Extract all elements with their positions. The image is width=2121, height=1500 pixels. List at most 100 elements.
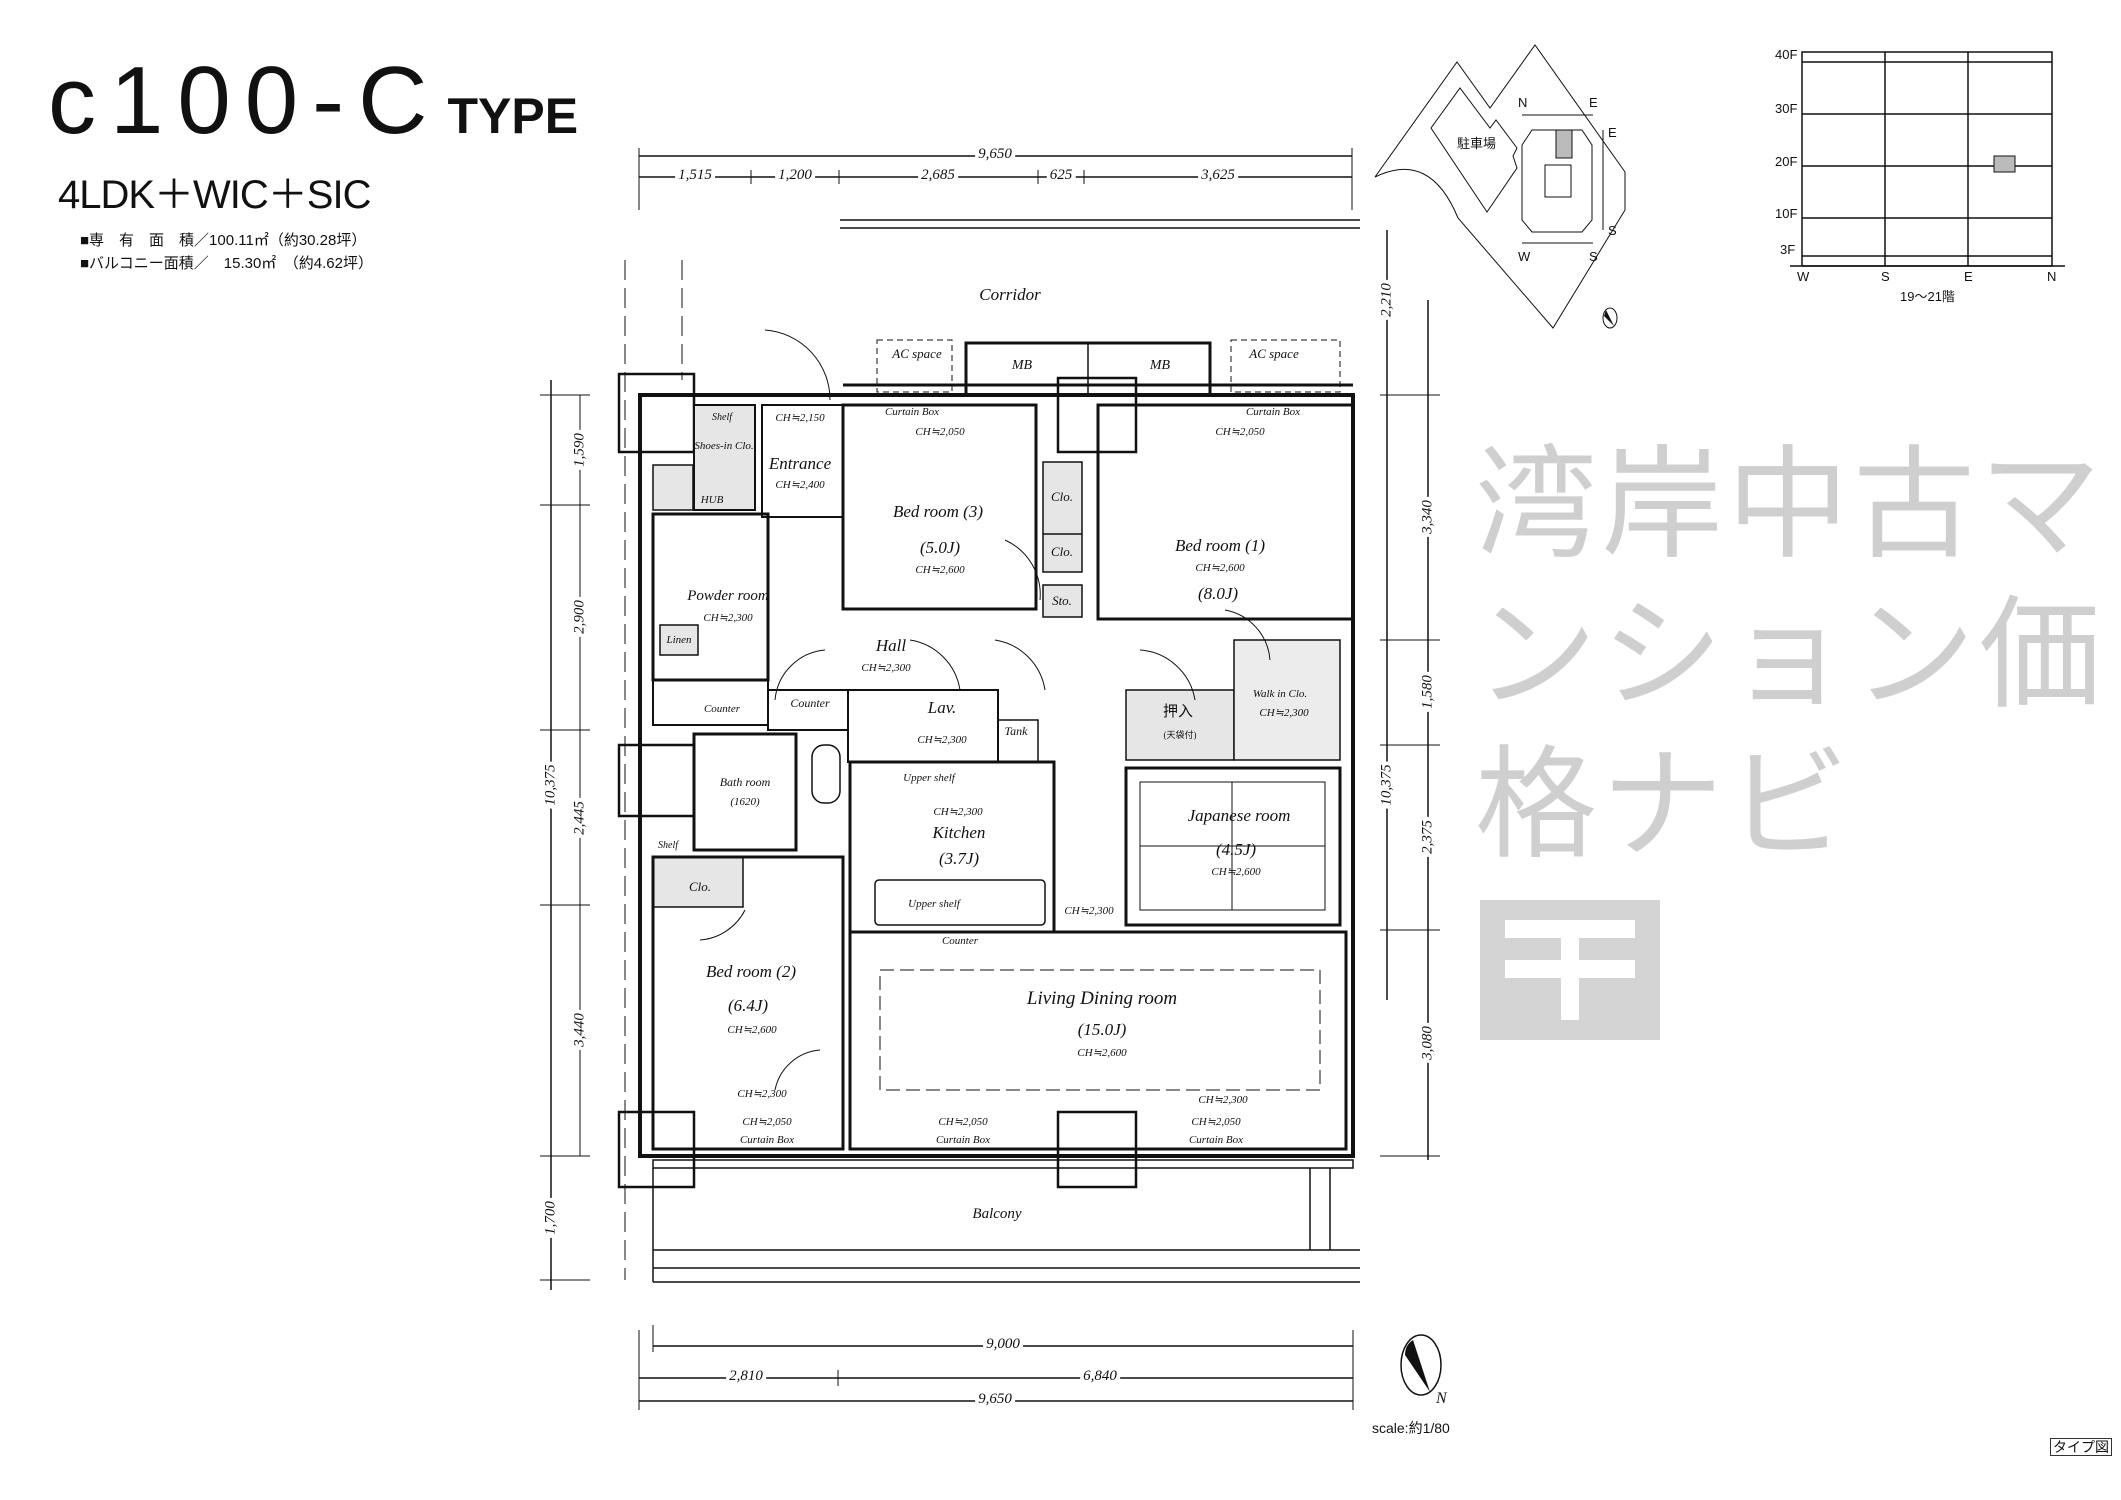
ceiling-height: CH≒2,600	[1211, 866, 1261, 878]
room-size: (15.0J)	[1077, 1020, 1127, 1039]
side-label: N	[2047, 269, 2057, 284]
side-label: E	[1964, 269, 1973, 284]
ceiling-height: CH≒2,300	[1198, 1094, 1248, 1106]
ceiling-height: CH≒2,300	[703, 612, 753, 624]
room-bedroom-2: Bed room (2)	[705, 962, 797, 981]
room-size: (6.4J)	[727, 996, 769, 1015]
ceiling-height: CH≒2,150	[775, 412, 825, 424]
tank-label: Tank	[1004, 724, 1028, 738]
type-suffix: TYPE	[447, 88, 579, 144]
oshiire-sub-label: (天袋付)	[1163, 730, 1197, 740]
side-label: W	[1797, 269, 1810, 284]
room-japanese: Japanese room	[1187, 806, 1291, 825]
key-north: N	[1518, 95, 1528, 110]
dim-left-total: 10,375	[542, 761, 560, 809]
room-size: (4.5J)	[1215, 840, 1257, 859]
dim-right-seg: 3,340	[1419, 497, 1437, 537]
floor-label: 3F	[1780, 242, 1796, 257]
upper-shelf-label: Upper shelf	[908, 898, 960, 910]
room-living-dining: Living Dining room	[1026, 988, 1178, 1009]
room-entrance: Entrance	[768, 454, 832, 473]
floor-label: 40F	[1775, 47, 1798, 62]
curtain-box-label: Curtain Box	[884, 406, 940, 418]
curtain-box-label: Curtain Box	[739, 1134, 795, 1146]
key-east: E	[1608, 125, 1617, 140]
dim-bottom-inner: 9,000	[983, 1336, 1023, 1354]
curtain-box-label: Curtain Box	[935, 1134, 991, 1146]
room-bedroom-1: Bed room (1)	[1174, 536, 1266, 555]
key-south: S	[1608, 223, 1617, 238]
ceiling-height: CH≒2,050	[1215, 426, 1265, 438]
dim-top-seg: 625	[1046, 167, 1076, 185]
ceiling-height: CH≒2,600	[915, 564, 965, 576]
closet-label: Clo.	[688, 879, 712, 894]
linen-label: Linen	[666, 634, 692, 646]
ceiling-height: CH≒2,050	[938, 1116, 988, 1128]
ceiling-height: CH≒2,400	[775, 479, 825, 491]
room-size: (3.7J)	[938, 849, 980, 868]
dim-right-seg: 1,580	[1419, 672, 1437, 712]
key-south: S	[1589, 249, 1598, 264]
dim-right-seg: 2,375	[1419, 817, 1437, 857]
exclusive-area: ■専 有 面 積／100.11㎡（約30.28坪）	[80, 232, 367, 249]
dim-left-seg: 2,900	[571, 597, 589, 637]
dim-top-seg: 2,685	[918, 167, 958, 185]
room-kitchen: Kitchen	[932, 823, 986, 842]
upper-shelf-label: Upper shelf	[903, 772, 955, 784]
mb-label: MB	[1149, 358, 1171, 373]
counter-label: Counter	[790, 696, 830, 710]
room-balcony: Balcony	[972, 1206, 1022, 1222]
dim-top-seg: 3,625	[1198, 167, 1238, 185]
ceiling-height: CH≒2,600	[1077, 1047, 1127, 1059]
type-name: c100-C	[48, 47, 442, 154]
north-arrow-icon	[1400, 307, 1618, 1396]
ac-space-label: AC space	[892, 346, 942, 361]
dim-bottom-seg: 6,840	[1080, 1368, 1120, 1386]
ceiling-height: CH≒2,600	[1195, 562, 1245, 574]
curtain-box-label: Curtain Box	[1188, 1134, 1244, 1146]
dim-right-total: 10,375	[1378, 761, 1396, 809]
floor-label: 30F	[1775, 101, 1798, 116]
counter-label: Counter	[941, 935, 979, 947]
bath-size: (1620)	[730, 796, 760, 808]
curtain-box-label: Curtain Box	[1245, 406, 1301, 418]
ceiling-height: CH≒2,300	[737, 1088, 787, 1100]
scale-label: scale:約1/80	[1372, 1420, 1450, 1436]
watermark-text: 湾岸中古マンション価格ナビ	[1475, 434, 2105, 876]
hub-label: HUB	[700, 494, 724, 506]
mb-label: MB	[1011, 358, 1033, 373]
dim-left-seg: 1,590	[571, 430, 589, 470]
dim-left-seg: 3,440	[571, 1010, 589, 1050]
ceiling-height: CH≒2,050	[915, 426, 965, 438]
layout-label: 4LDK＋WIC＋SIC	[58, 173, 371, 217]
oshiire-label: 押入	[1162, 704, 1194, 720]
type-badge: タイプ図	[2050, 1438, 2112, 1457]
room-bedroom-3: Bed room (3)	[892, 502, 984, 521]
ceiling-height: CH≒2,050	[742, 1116, 792, 1128]
ceiling-height: CH≒2,050	[1191, 1116, 1241, 1128]
wic-label: Walk in Clo.	[1252, 688, 1308, 700]
storage-label: Sto.	[1052, 593, 1072, 608]
key-west: W	[1518, 249, 1531, 264]
dim-top-seg: 1,200	[775, 167, 815, 185]
room-size: (5.0J)	[919, 538, 961, 557]
dim-left-seg: 1,700	[542, 1198, 560, 1238]
parking-label: 駐車場	[1457, 136, 1497, 151]
room-lavatory: Lav.	[927, 698, 957, 717]
dim-left-seg: 2,445	[571, 798, 589, 838]
compass-north-label: N	[1436, 1390, 1447, 1407]
dim-right-seg: 3,080	[1419, 1023, 1437, 1063]
shelf-label: Shelf	[712, 412, 732, 423]
floor-caption: 19～21階	[1900, 289, 1955, 304]
ceiling-height: CH≒2,300	[1259, 707, 1309, 719]
dim-top-total: 9,650	[975, 146, 1015, 164]
room-powder: Powder room	[687, 588, 769, 604]
counter-label: Counter	[703, 703, 741, 715]
floor-label: 20F	[1775, 154, 1798, 169]
ac-space-label: AC space	[1249, 346, 1299, 361]
shoes-in-closet-label: Shoes-in Clo.	[694, 440, 754, 452]
corridor-label: Corridor	[979, 285, 1041, 304]
dim-bottom-total: 9,650	[975, 1391, 1015, 1409]
room-size: (8.0J)	[1197, 584, 1239, 603]
